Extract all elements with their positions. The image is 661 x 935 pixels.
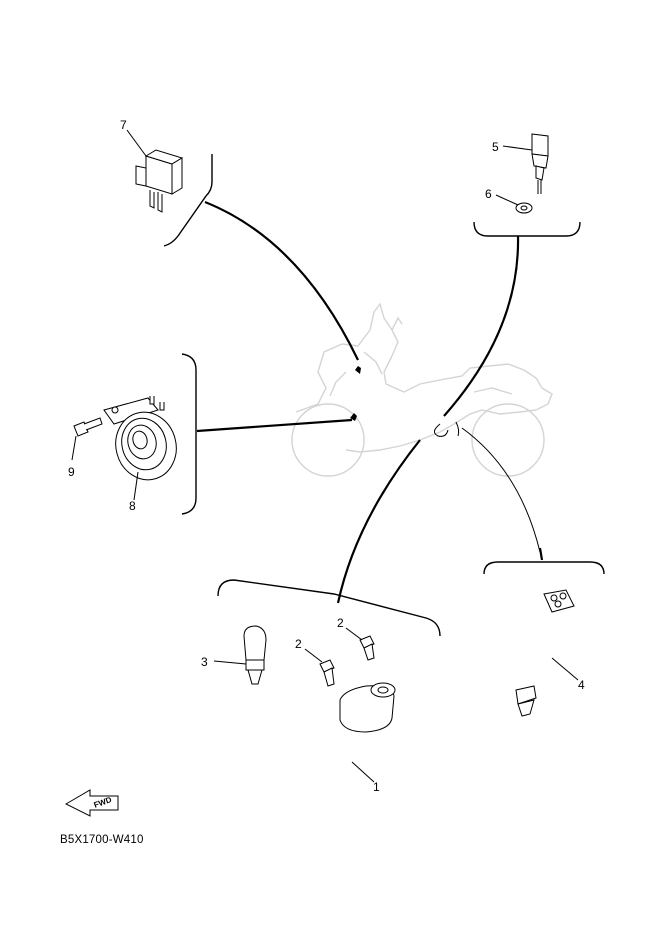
callout-3: 3 xyxy=(201,655,208,669)
callouts: 1 2 2 3 4 5 6 7 8 9 xyxy=(68,118,585,794)
bolt-part-9 xyxy=(71,417,103,461)
bike-markers xyxy=(350,366,460,437)
forward-arrow-icon: FWD xyxy=(64,789,119,817)
diagram-code: B5X1700-W410 xyxy=(60,834,144,846)
callout-9: 9 xyxy=(68,465,75,479)
washer-part-6 xyxy=(495,194,533,214)
callout-2b: 2 xyxy=(337,616,344,630)
bolt-part-2a xyxy=(304,648,335,687)
callout-2a: 2 xyxy=(295,637,302,651)
horn-part-8 xyxy=(103,396,177,501)
coil-part-1 xyxy=(221,682,396,812)
callout-1: 1 xyxy=(373,780,380,794)
callout-4: 4 xyxy=(578,678,585,692)
motorcycle-silhouette xyxy=(291,302,553,477)
bolt-part-2b xyxy=(345,627,375,661)
relay-part-7 xyxy=(126,129,184,213)
callout-8: 8 xyxy=(129,499,136,513)
wire-part-4 xyxy=(515,589,579,717)
callout-6: 6 xyxy=(485,187,492,201)
callout-5: 5 xyxy=(492,140,499,154)
leader-lines xyxy=(196,200,544,604)
brackets xyxy=(163,154,605,637)
plug-cap-part-3 xyxy=(213,625,267,685)
sensor-part-5 xyxy=(502,133,549,194)
callout-7: 7 xyxy=(120,118,127,132)
